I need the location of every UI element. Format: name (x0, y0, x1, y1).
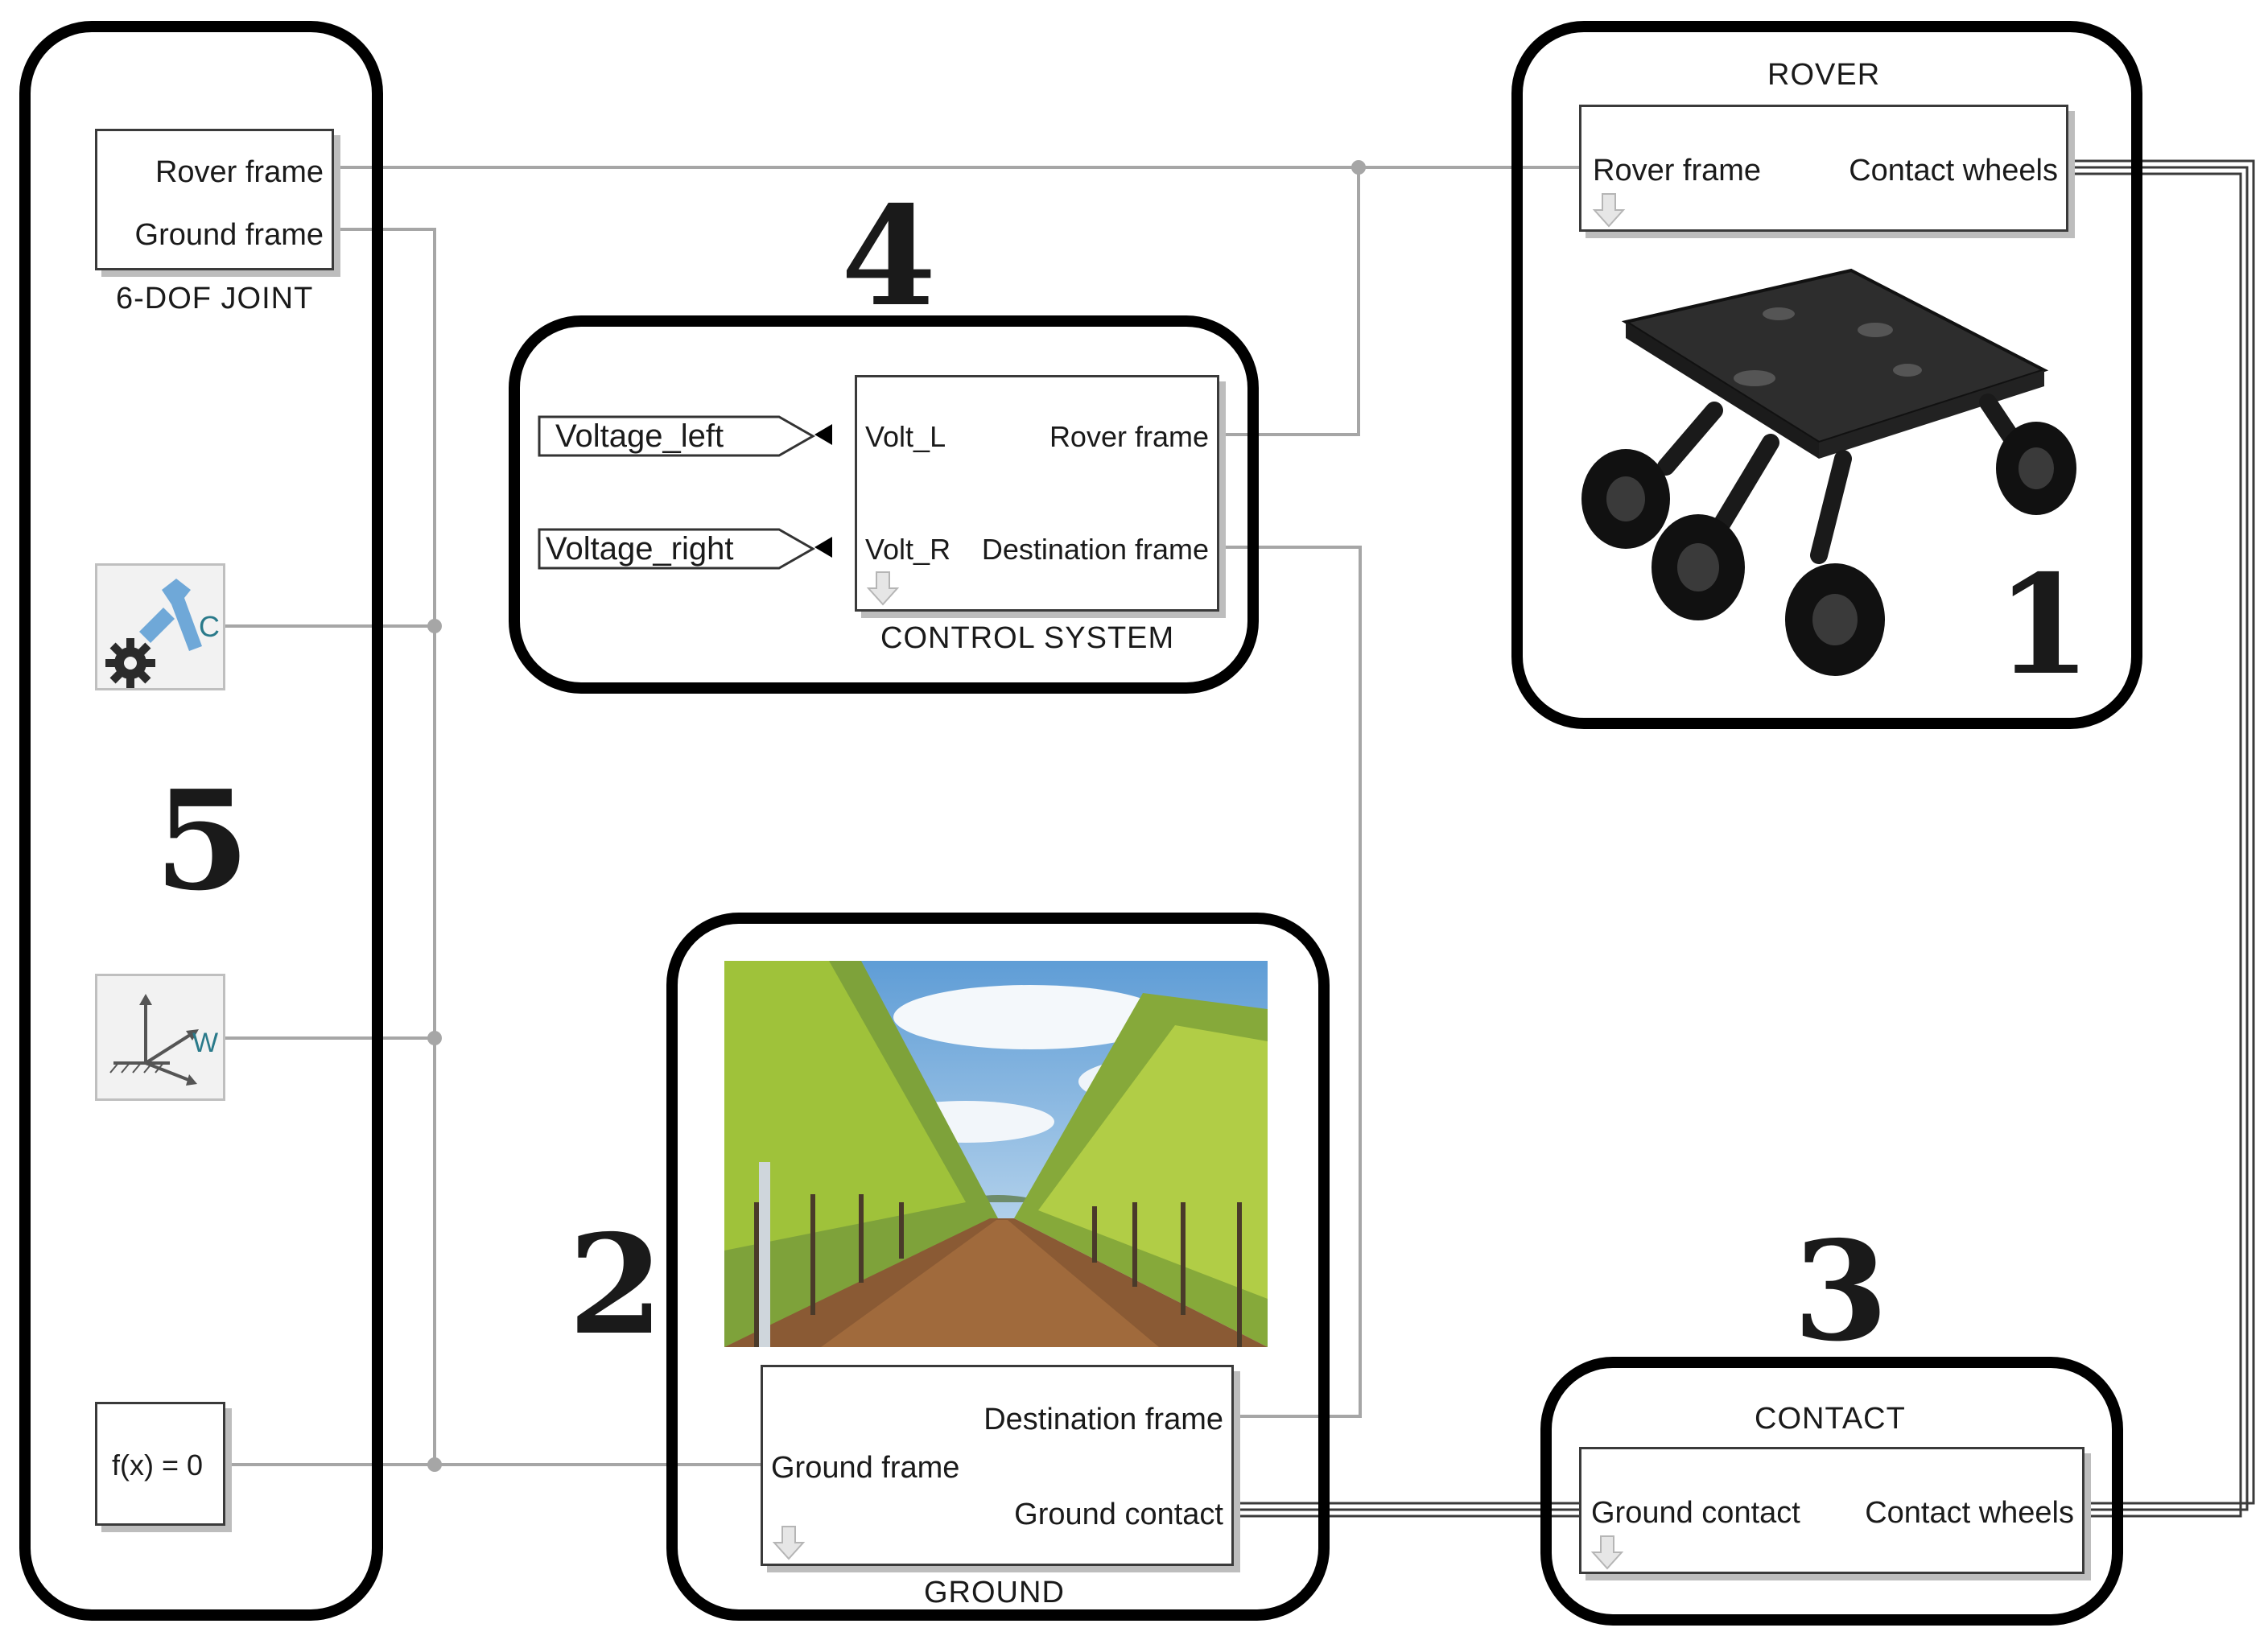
joint-port-ground-frame: Ground frame (134, 218, 324, 252)
group-number-4: 4 (841, 176, 937, 337)
solver-label: f(x) = 0 (112, 1448, 204, 1481)
control-port-destination-frame: Destination frame (981, 533, 1209, 566)
rover-port-contact-wheels: Contact wheels (1849, 154, 2058, 188)
down-arrow-icon (866, 571, 900, 606)
junction-solver (427, 1457, 442, 1472)
control-system-title: CONTROL SYSTEM (880, 621, 1175, 655)
mechanism-configuration-block[interactable]: C (95, 563, 225, 690)
ground-block[interactable]: Destination frame Ground frame Ground co… (761, 1365, 1234, 1566)
ground-port-destination-frame: Destination frame (983, 1403, 1223, 1436)
down-arrow-icon (1590, 1535, 1624, 1570)
voltage-left-label: Voltage_left (555, 418, 724, 454)
world-frame-icon: W (109, 994, 218, 1086)
down-arrow-icon (1592, 193, 1626, 228)
world-frame-block[interactable]: W (95, 974, 225, 1101)
rover-port-rover-frame: Rover frame (1593, 154, 1762, 188)
mechanism-configuration-icon: C (139, 579, 220, 651)
rover-image (1569, 266, 2084, 692)
six-dof-joint-title: 6-DOF JOINT (116, 282, 314, 315)
rover-title: ROVER (1767, 58, 1881, 92)
goto-tag-shape-left (538, 415, 816, 457)
wire-rover-to-control (1219, 167, 1360, 436)
group-contact (1540, 1357, 2123, 1626)
ground-port-ground-frame: Ground frame (771, 1451, 960, 1485)
rover-illustration (1581, 268, 2076, 676)
config-letter: C (199, 610, 220, 643)
junction-rover (1351, 160, 1366, 175)
group-ground (666, 913, 1330, 1621)
down-arrow-icon (772, 1526, 806, 1560)
ground-port-ground-contact: Ground contact (1014, 1498, 1223, 1531)
control-system-block[interactable]: Volt_L Volt_R Rover frame Destination fr… (855, 375, 1219, 612)
arrowhead-volt-l (814, 424, 832, 445)
contact-title: CONTACT (1755, 1402, 1906, 1436)
world-letter: W (192, 1028, 218, 1058)
voltage-right-label: Voltage_right (546, 531, 734, 567)
group-rover (1511, 21, 2142, 729)
group-number-3: 3 (1793, 1211, 1889, 1372)
gear-icon (105, 638, 155, 688)
group-number-1: 1 (1996, 545, 2092, 706)
six-dof-joint-block[interactable]: Rover frame Ground frame (95, 129, 334, 270)
group-number-5: 5 (155, 760, 250, 921)
junction-config (427, 619, 442, 633)
junction-world (427, 1031, 442, 1045)
joint-port-rover-frame: Rover frame (155, 155, 324, 189)
contact-port-contact-wheels: Contact wheels (1865, 1496, 2074, 1530)
goto-tag-shape-right (538, 528, 816, 570)
rover-block[interactable]: Rover frame Contact wheels (1579, 105, 2068, 232)
wire-contact-wheels-3 (2068, 172, 2242, 1518)
control-port-rover-frame: Rover frame (1049, 420, 1209, 453)
group-environment (19, 21, 383, 1621)
control-port-volt-r: Volt_R (865, 533, 951, 566)
solver-configuration-block[interactable]: f(x) = 0 (95, 1402, 225, 1526)
arrowhead-volt-r (814, 537, 832, 558)
wire-contact-wheels-1 (2068, 159, 2255, 1505)
ground-title: GROUND (924, 1576, 1065, 1609)
group-control-system (509, 315, 1259, 694)
group-number-2: 2 (568, 1205, 664, 1366)
wire-contact-wheels-2 (2068, 166, 2249, 1511)
vineyard-illustration (724, 961, 1268, 1347)
wire-joint-ground (334, 228, 436, 1465)
wire-destination (1219, 546, 1362, 1418)
contact-port-ground-contact: Ground contact (1591, 1496, 1800, 1530)
control-port-volt-l: Volt_L (865, 420, 946, 453)
contact-block[interactable]: Ground contact Contact wheels (1579, 1447, 2084, 1574)
vineyard-image (724, 961, 1268, 1347)
